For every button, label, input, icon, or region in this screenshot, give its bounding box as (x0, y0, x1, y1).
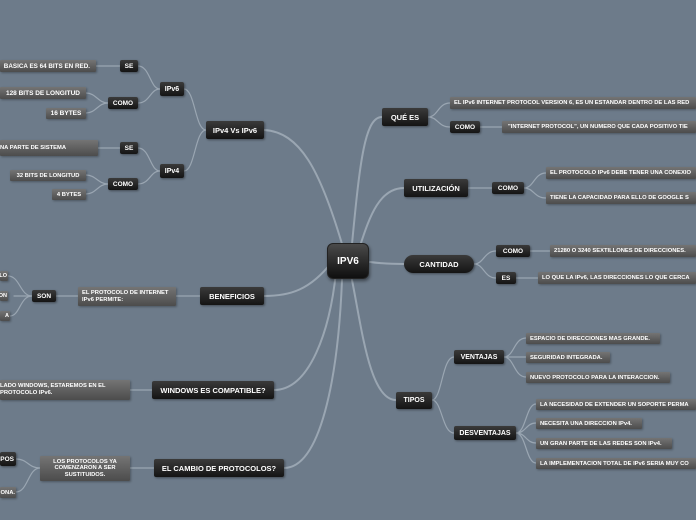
leaf-desventaja-1[interactable]: LA NECESIDAD DE EXTENDER UN SOPORTE PERM… (536, 399, 696, 410)
connector-son[interactable]: SON (32, 290, 56, 302)
leaf-desventaja-4[interactable]: LA IMPLEMENTACION TOTAL DE IPv6 SERIA MU… (536, 458, 696, 469)
leaf-ipv6-128bits[interactable]: 128 BITS DE LONGITUD (0, 87, 86, 99)
subtopic-ventajas[interactable]: VENTAJAS (454, 350, 504, 364)
connector-como-que-es[interactable]: COMO (450, 121, 480, 133)
leaf-utilizacion-1[interactable]: EL PROTOCOLO IPv6 DEBE TENER UNA CONEXIO (546, 167, 696, 179)
leaf-son-2[interactable]: ON (0, 291, 8, 301)
leaf-ventaja-1[interactable]: ESPACIO DE DIRECCIONES MAS GRANDE. (526, 333, 660, 344)
leaf-ipv6-se[interactable]: BASICA ES 64 BITS EN RED. (0, 60, 96, 72)
subtopic-desventajas[interactable]: DESVENTAJAS (454, 426, 516, 440)
subtopic-ipv6[interactable]: IPv6 (160, 82, 184, 96)
link-center-ipv4vsipv6 (263, 129, 343, 245)
leaf-que-es-definition[interactable]: EL IPv6 INTERNET PROTOCOL VERSION 6, ES … (450, 97, 696, 109)
leaf-cambio-ona[interactable]: ONA. (0, 487, 16, 498)
leaf-desventaja-2[interactable]: NECESITA UNA DIRECCION IPv4. (536, 418, 642, 429)
topic-cantidad[interactable]: CANTIDAD (404, 255, 474, 273)
link-center-cantidad (369, 261, 405, 265)
leaf-beneficios-desc[interactable]: EL PROTOCOLO DE INTERNET IPv6 PERMITE: (78, 287, 176, 306)
leaf-desventaja-3[interactable]: UN GRAN PARTE DE LAS REDES SON IPv4. (536, 438, 672, 449)
link-center-quees (351, 116, 383, 245)
leaf-que-es-como[interactable]: "INTERNET PROTOCOL", UN NUMERO QUE CADA … (502, 121, 696, 133)
leaf-cambio-desc[interactable]: LOS PROTOCOLOS YA COMENZARON A SER SUSTI… (40, 456, 130, 481)
leaf-ipv4-se[interactable]: NA PARTE DE SISTEMA (0, 140, 98, 156)
connector-como-utilizacion[interactable]: COMO (492, 182, 524, 194)
connector-se-ipv4[interactable]: SE (120, 142, 138, 154)
topic-cambio-protocolos[interactable]: EL CAMBIO DE PROTOCOLOS? (154, 459, 284, 477)
leaf-cambio-pos[interactable]: POS (0, 452, 16, 466)
connector-es-cantidad[interactable]: ES (496, 272, 516, 284)
topic-utilizacion[interactable]: UTILIZACIÓN (404, 179, 468, 197)
central-topic[interactable]: IPV6 (327, 243, 369, 279)
leaf-ipv4-32bits[interactable]: 32 BITS DE LONGITUD (10, 170, 86, 181)
topic-beneficios[interactable]: BENEFICIOS (200, 287, 264, 305)
leaf-ipv4-4bytes[interactable]: 4 BYTES (52, 189, 86, 200)
leaf-ipv6-16bytes[interactable]: 16 BYTES (46, 108, 86, 119)
connector-como-ipv4[interactable]: COMO (108, 178, 138, 190)
leaf-son-3[interactable]: A (0, 311, 10, 321)
link-center-utilizacion (359, 187, 405, 247)
subtopic-ipv4[interactable]: IPv4 (160, 164, 184, 178)
topic-que-es[interactable]: QUÉ ES (382, 108, 428, 126)
connector-como-ipv6[interactable]: COMO (108, 97, 138, 109)
topic-tipos[interactable]: TIPOS (396, 392, 432, 409)
leaf-cantidad-es[interactable]: LO QUE LA IPv6, LAS DIRECCIONES LO QUE C… (538, 272, 696, 284)
leaf-ventaja-3[interactable]: NUEVO PROTOCOLO PARA LA INTERACCION. (526, 372, 670, 383)
connector-se-ipv6[interactable]: SE (120, 60, 138, 72)
leaf-windows-desc[interactable]: LADO WINDOWS, ESTAREMOS EN EL PROTOCOLO … (0, 380, 130, 400)
link-center-windows (273, 271, 337, 391)
link-center-cambio (283, 279, 343, 469)
topic-windows-compatible[interactable]: WINDOWS ES COMPATIBLE? (152, 381, 274, 399)
topic-ipv4-vs-ipv6[interactable]: IPv4 Vs IPv6 (206, 121, 264, 139)
link-center-beneficios (263, 261, 333, 297)
leaf-son-1[interactable]: LO (0, 271, 8, 281)
connector-como-cantidad[interactable]: COMO (496, 245, 530, 257)
leaf-ventaja-2[interactable]: SEGURIDAD INTEGRADA. (526, 352, 610, 363)
leaf-utilizacion-2[interactable]: TIENE LA CAPACIDAD PARA ELLO DE GOOGLE S (546, 192, 696, 204)
link-center-tipos (351, 279, 397, 401)
leaf-cantidad-como[interactable]: 21280 O 3240 SEXTILLONES DE DIRECCIONES. (550, 245, 696, 257)
